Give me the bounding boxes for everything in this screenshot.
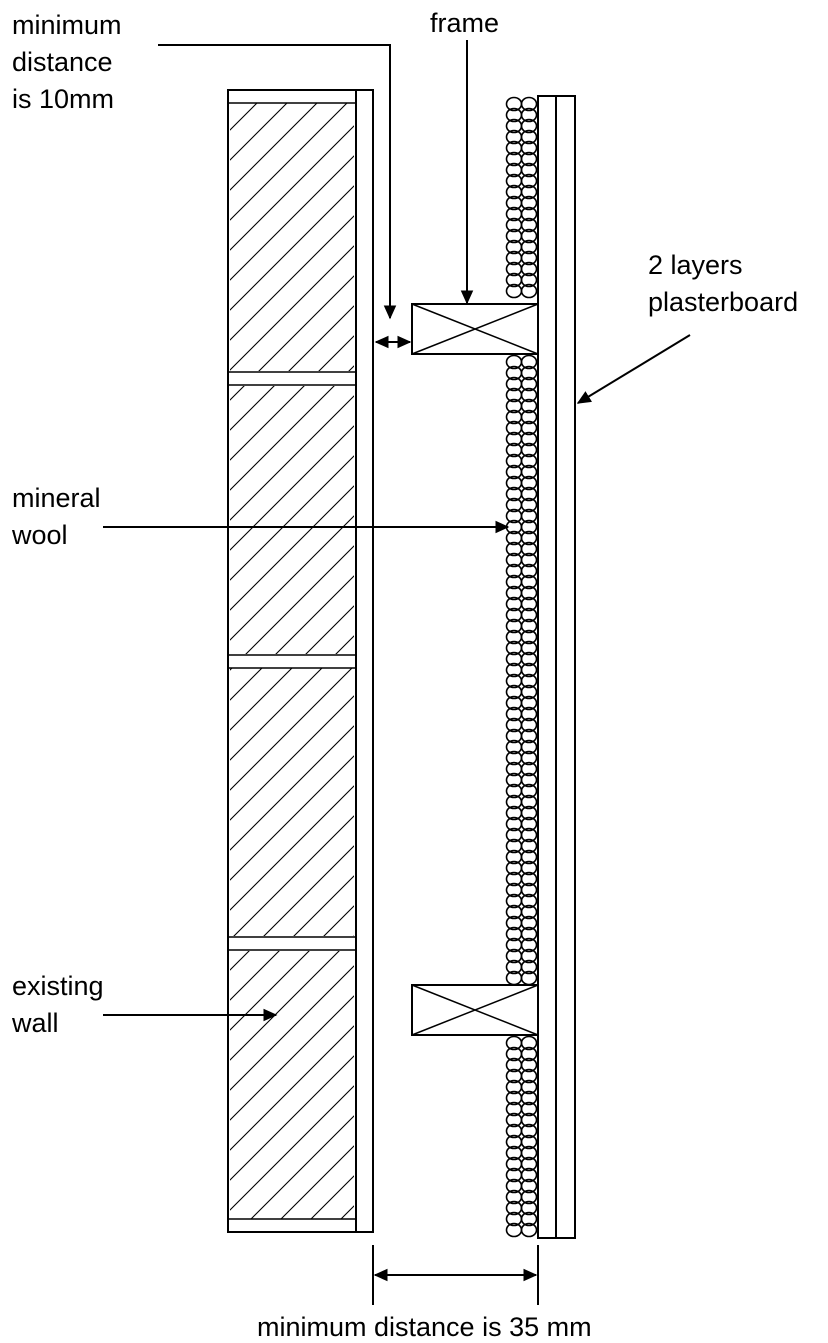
brick-1 [230,103,354,371]
plasterboard-layers [537,95,576,1239]
mortar-joint-top [227,89,357,104]
existing-wall [227,89,374,1233]
label-frame: frame [430,8,499,38]
label-minimum-distance-35mm: minimum distance is 35 mm [257,1312,592,1342]
brick-3 [230,668,354,936]
leader-plasterboard-arrow [576,334,691,404]
label-existing-wall: existing wall [11,971,111,1038]
mortar-joint-3 [227,936,357,951]
frame-stud-top [411,303,539,355]
label-2-layers-plasterboard: 2 layers plasterboard [648,250,798,317]
leader-min10-arrow [158,44,397,320]
dimension-35mm [372,1245,539,1305]
frame-stud-bottom [411,984,539,1036]
brick-4 [230,951,354,1219]
brick-2 [230,386,354,654]
mortar-joint-bottom [227,1218,357,1233]
label-minimum-distance-10mm: minimum distance is 10mm [12,10,129,114]
wall-render-layer [355,89,374,1233]
mortar-joint-2 [227,654,357,669]
mortar-joint-1 [227,371,357,386]
label-mineral-wool: mineral wool [11,483,108,550]
mineral-wool [505,96,538,1238]
